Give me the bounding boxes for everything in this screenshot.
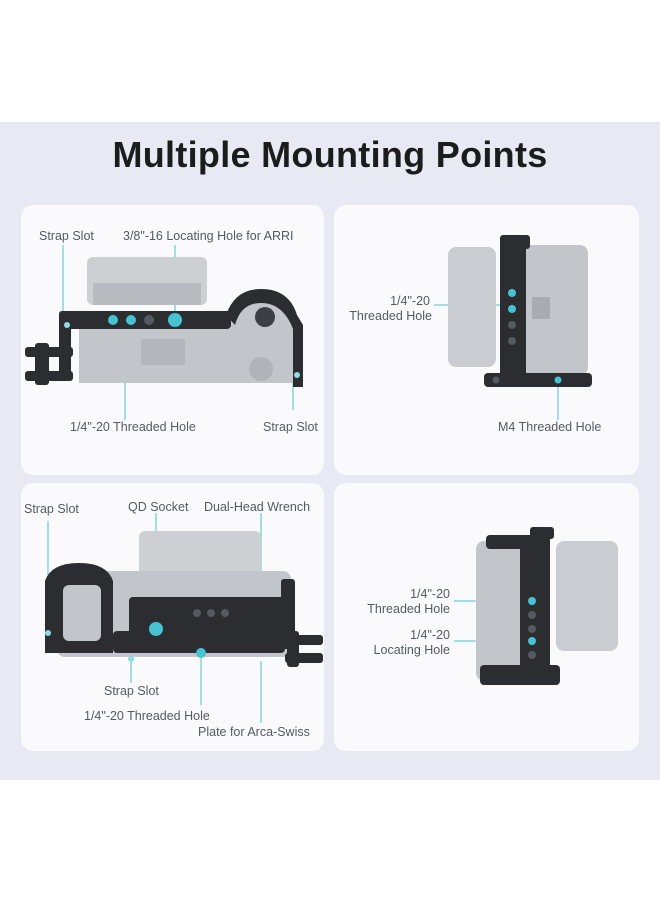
panel-grip-side-view: 1/4"-20 Threaded Hole 1/4"-20 Locating H… [334,483,639,751]
panel-side-view: 1/4"-20 Threaded Hole M4 Threaded Hole [334,205,639,475]
label-qd-socket: QD Socket [128,500,189,514]
label-m4-threaded-hole: M4 Threaded Hole [498,420,602,434]
label-threaded-hole-bottom: Threaded Hole [367,602,450,616]
panel-bottom-view: Strap Slot QD Socket Dual-Head Wrench St… [21,483,324,751]
panel-top-view: Strap Slot 3/8"-16 Locating Hole for ARR… [21,205,324,475]
camera-cage-bottom-illustration [45,513,323,723]
camera-cage-side-illustration [434,235,592,420]
label-threaded-hole: 1/4"-20 Threaded Hole [70,420,196,434]
label-locating-hole-bottom: Locating Hole [373,643,450,657]
label-strap-slot-right: Strap Slot [263,420,318,434]
label-threaded-hole: 1/4"-20 Threaded Hole [84,709,210,723]
label-locating-hole-top: 1/4"-20 [410,628,450,642]
camera-cage-grip-illustration [454,527,618,685]
label-dual-head-wrench: Dual-Head Wrench [204,500,311,514]
label-strap-slot-left: Strap Slot [39,229,94,243]
label-threaded-hole-bottom: Threaded Hole [349,309,432,323]
label-arca-plate: Plate for Arca-Swiss [198,725,310,739]
label-threaded-hole-top: 1/4"-20 [410,587,450,601]
label-locating-hole-arri: 3/8"-16 Locating Hole for ARRI [123,229,294,243]
page-title: Multiple Mounting Points [112,134,548,175]
label-strap-slot-bottom: Strap Slot [104,684,159,698]
label-strap-slot-top: Strap Slot [24,502,79,516]
camera-cage-top-illustration [25,245,303,420]
label-threaded-hole-top: 1/4"-20 [390,294,430,308]
